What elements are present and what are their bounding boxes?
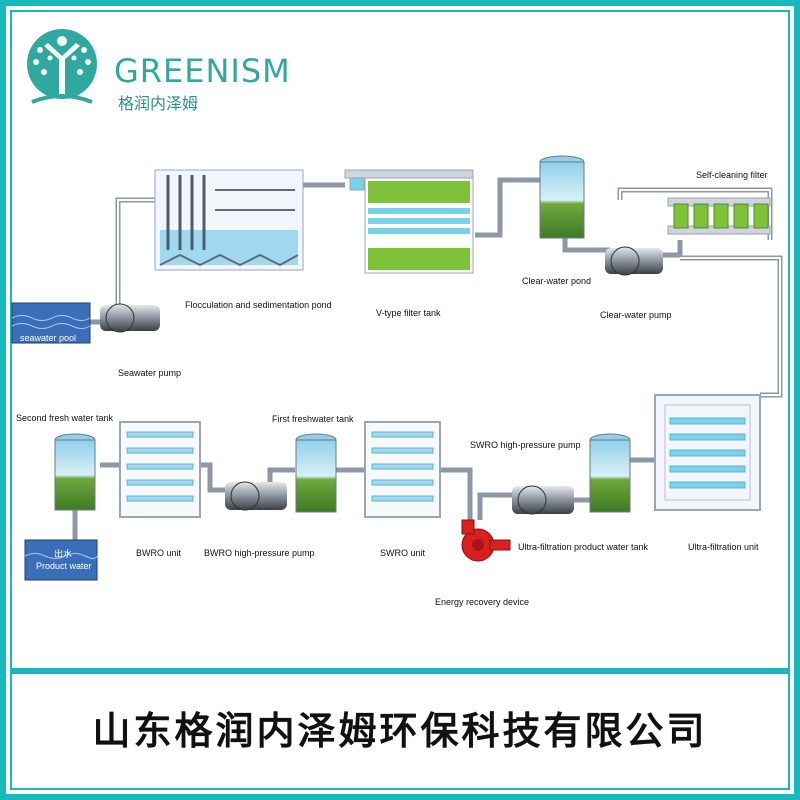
swro-pump-shape — [512, 485, 574, 515]
self-cleaning-filter — [667, 197, 771, 235]
swro-unit — [364, 421, 441, 518]
seawater-pool — [11, 302, 91, 344]
label-product-cn: 出水 — [54, 550, 73, 560]
label-energy-recovery: Energy recovery device — [435, 597, 530, 607]
label-seawater-pump: Seawater pump — [118, 368, 182, 378]
bwro-unit — [119, 421, 201, 518]
label-flocculation: Flocculation and sedimentation pond — [185, 300, 332, 310]
clear-water-pump-shape — [605, 246, 663, 276]
inner-border — [10, 10, 790, 790]
bwro-pump-shape — [225, 481, 287, 511]
v-filter-tank — [344, 169, 474, 274]
ultrafiltration-unit — [654, 394, 761, 511]
label-clear-pond: Clear-water pond — [522, 276, 592, 286]
uf-product-tank — [589, 433, 631, 513]
energy-recovery-device — [461, 519, 511, 562]
label-first-tank: First freshwater tank — [272, 414, 354, 424]
flocculation-pond — [154, 169, 304, 271]
seawater-pump-shape — [100, 303, 160, 333]
company-name: 山东格润内泽姆环保科技有限公司 — [92, 709, 708, 753]
clear-water-tank — [539, 155, 585, 239]
label-bwro-pump: BWRO high-pressure pump — [204, 548, 315, 558]
label-self-filter: Self-cleaning filter — [696, 170, 768, 180]
footer-separator — [10, 668, 790, 674]
tree-logo-icon — [27, 29, 97, 104]
brand-name-cn: 格润内泽姆 — [118, 94, 199, 113]
label-product-en: Product water — [36, 561, 92, 571]
label-seawater-pool: seawater pool — [20, 333, 77, 343]
label-uf-tank: Ultra-filtration product water tank — [518, 542, 649, 552]
label-second-tank: Second fresh water tank — [16, 413, 114, 423]
label-swro-pump: SWRO high-pressure pump — [470, 440, 581, 450]
label-bwro-unit: BWRO unit — [136, 548, 182, 558]
brand-name: GREENISM — [114, 52, 291, 90]
first-freshwater-tank — [295, 433, 337, 513]
label-swro-unit: SWRO unit — [380, 548, 426, 558]
second-freshwater-tank — [54, 433, 96, 511]
label-uf-unit: Ultra-filtration unit — [688, 542, 759, 552]
label-vfilter: V-type filter tank — [376, 308, 441, 318]
label-clear-pump: Clear-water pump — [600, 310, 672, 320]
product-water-pool — [24, 539, 98, 581]
